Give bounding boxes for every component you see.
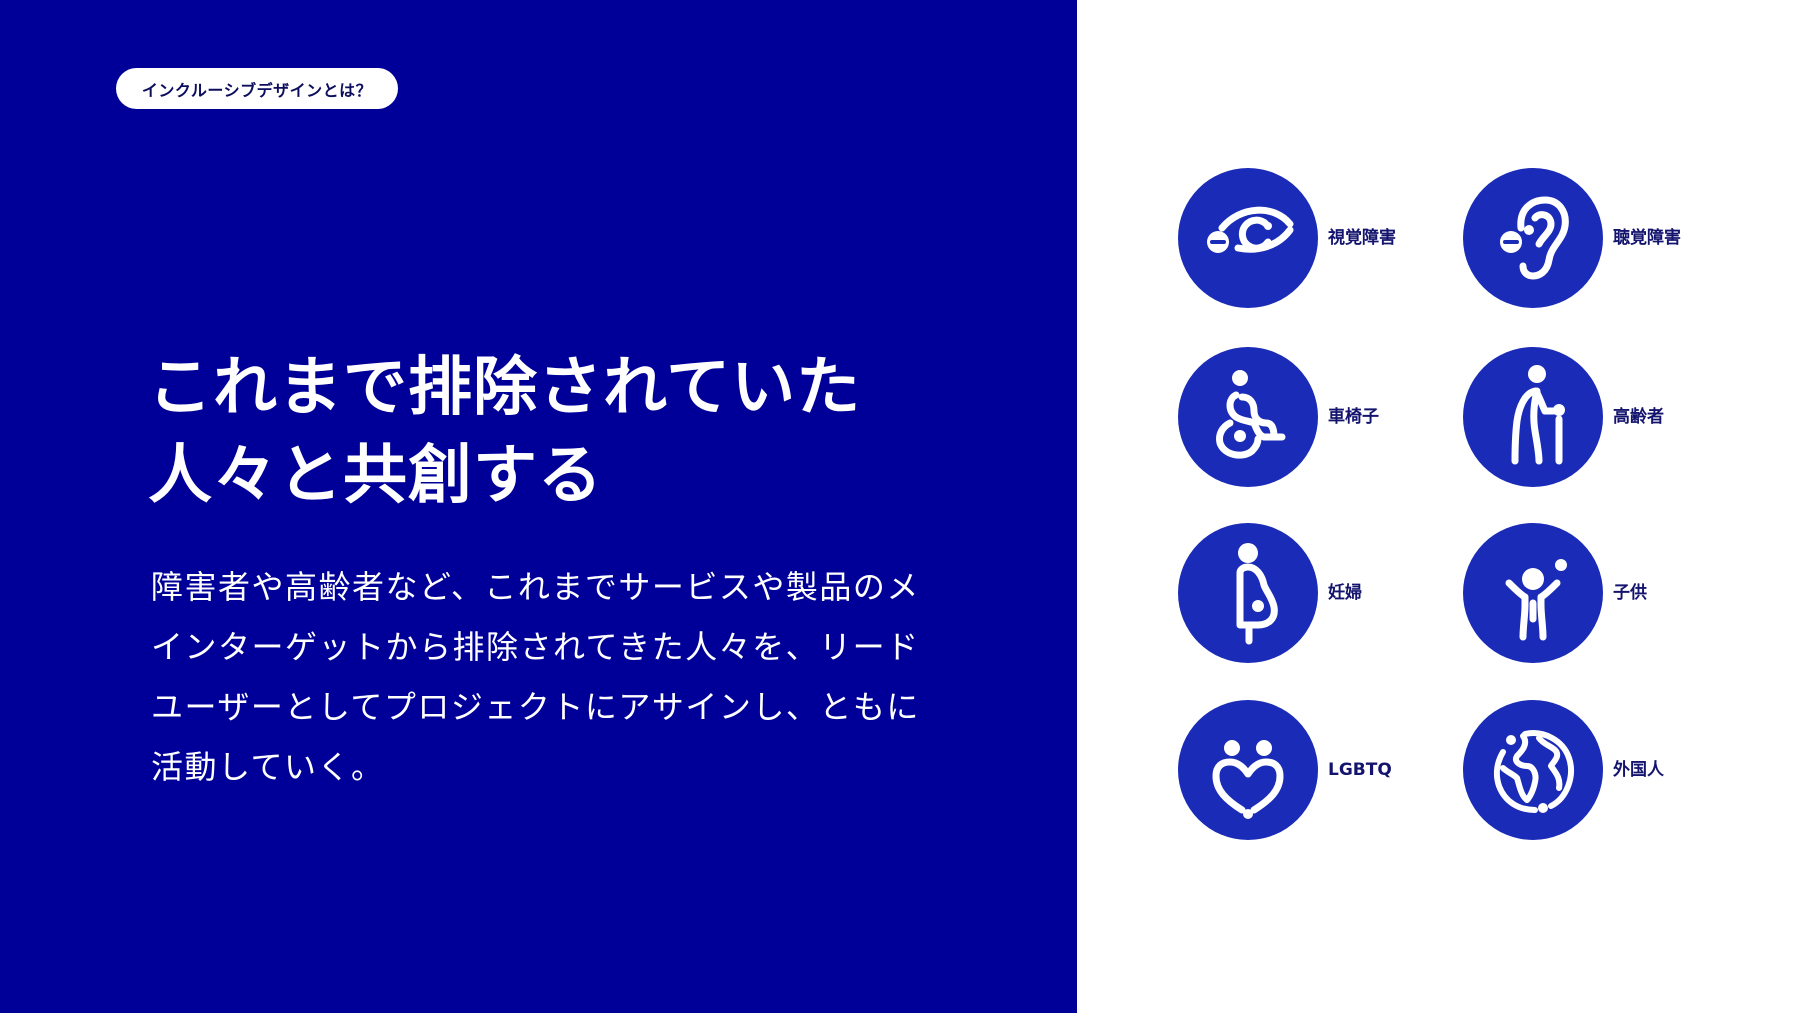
category-foreigner: 外国人: [1463, 700, 1763, 840]
heart-couple-icon: [1212, 740, 1284, 819]
category-elderly: 高齢者: [1463, 347, 1763, 487]
category-label: 外国人: [1613, 760, 1664, 780]
category-circle: [1463, 523, 1603, 663]
category-circle: [1178, 700, 1318, 840]
category-hearing-impairment: 聴覚障害: [1463, 168, 1763, 308]
category-circle: [1178, 523, 1318, 663]
category-circle: [1463, 700, 1603, 840]
category-circle: [1178, 168, 1318, 308]
globe-icon: [1493, 730, 1574, 813]
child-icon: [1505, 559, 1567, 641]
headline-line-2: 人々と共創する: [148, 439, 603, 513]
category-label: 視覚障害: [1328, 228, 1396, 248]
description: 障害者や高齢者など、これまでサービスや製品のメ インターゲットから排除されてきた…: [151, 557, 1071, 797]
category-child: 子供: [1463, 523, 1763, 663]
category-circle: [1178, 347, 1318, 487]
wheelchair-icon: [1216, 370, 1286, 459]
description-line-2: インターゲットから排除されてきた人々を、リード: [151, 628, 920, 666]
elderly-icon: [1511, 365, 1565, 465]
description-line-4: 活動していく。: [151, 748, 385, 786]
category-circle: [1463, 347, 1603, 487]
category-lgbtq: LGBTQ: [1178, 700, 1478, 840]
eye-icon: [1207, 206, 1294, 253]
section-badge: インクルーシブデザインとは？: [116, 68, 398, 109]
description-line-3: ユーザーとしてプロジェクトにアサインし、ともに: [151, 688, 920, 726]
section-badge-label: インクルーシブデザインとは？: [141, 80, 373, 100]
category-circle: [1463, 168, 1603, 308]
headline-line-1: これまで排除されていた: [148, 351, 862, 425]
category-label: 高齢者: [1613, 407, 1664, 427]
category-visual-impairment: 視覚障害: [1178, 168, 1478, 308]
category-pregnant: 妊婦: [1178, 523, 1478, 663]
pregnant-icon: [1236, 543, 1278, 645]
headline: これまで排除されていた 人々と共創する: [148, 344, 1048, 520]
description-line-1: 障害者や高齢者など、これまでサービスや製品のメ: [151, 568, 920, 606]
category-label: 妊婦: [1328, 583, 1362, 603]
category-wheelchair: 車椅子: [1178, 347, 1478, 487]
category-label: 子供: [1613, 583, 1647, 603]
category-label: 車椅子: [1328, 407, 1379, 427]
category-label: LGBTQ: [1328, 760, 1392, 780]
category-label: 聴覚障害: [1613, 228, 1681, 248]
left-panel: インクルーシブデザインとは？ これまで排除されていた 人々と共創する 障害者や高…: [0, 0, 1077, 1013]
ear-icon: [1500, 196, 1569, 280]
